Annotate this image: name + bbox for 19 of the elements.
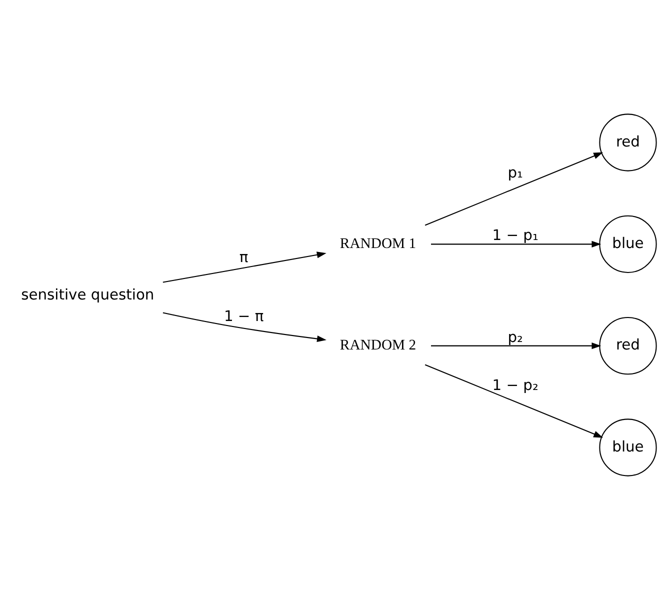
arrow (431, 240, 602, 248)
edge-label: 1 − π (224, 308, 264, 325)
node-circle: blue (599, 215, 657, 273)
edge-label: p₁ (508, 164, 523, 182)
edge-label: π (239, 249, 248, 266)
node-circle: red (599, 317, 657, 375)
edge-label: 1 − p₁ (492, 227, 538, 244)
edge-label: 1 − p₂ (492, 377, 538, 394)
arrow (162, 312, 326, 342)
node-text: sensitive question (21, 286, 154, 304)
arrow (424, 152, 604, 226)
edge-label: p₂ (508, 328, 523, 346)
arrow (162, 252, 326, 283)
node-circle: blue (599, 418, 657, 476)
node-circle: red (599, 114, 657, 172)
node-text: RANDOM 1 (340, 236, 416, 252)
node-text: RANDOM 2 (340, 338, 416, 354)
arrow (424, 364, 604, 438)
arrow (431, 342, 602, 350)
